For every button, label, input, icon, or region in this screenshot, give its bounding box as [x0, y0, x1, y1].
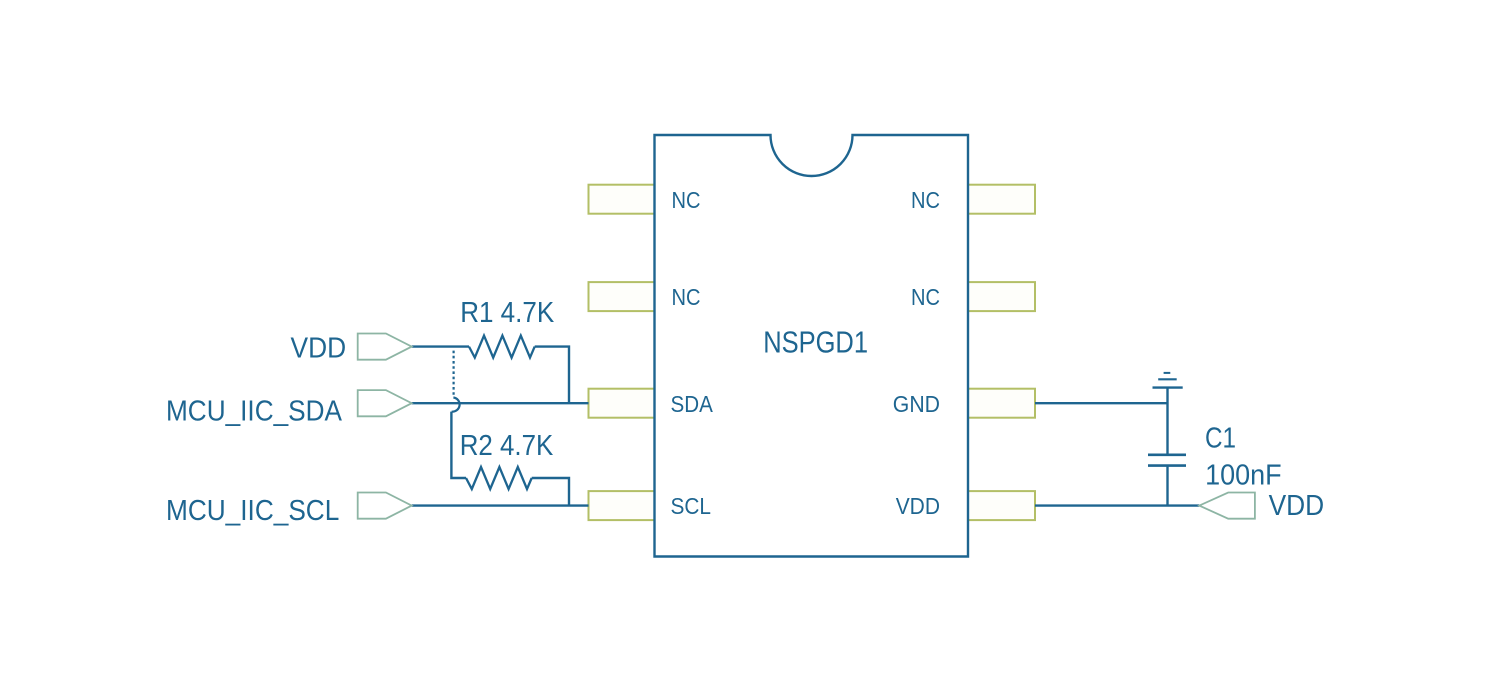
svg-text:R2 4.7K: R2 4.7K	[460, 430, 554, 462]
svg-text:100nF: 100nF	[1205, 460, 1282, 492]
svg-text:NC: NC	[911, 187, 940, 213]
svg-text:NC: NC	[911, 284, 940, 310]
svg-text:C1: C1	[1205, 423, 1236, 455]
svg-text:NSPGD1: NSPGD1	[763, 324, 868, 359]
svg-text:GND: GND	[893, 391, 940, 417]
svg-text:MCU_IIC_SCL: MCU_IIC_SCL	[166, 495, 339, 527]
svg-text:SDA: SDA	[671, 391, 714, 417]
svg-text:VDD: VDD	[896, 493, 940, 519]
svg-text:VDD: VDD	[291, 333, 347, 365]
svg-text:NC: NC	[672, 187, 701, 213]
svg-text:VDD: VDD	[1269, 490, 1325, 522]
svg-text:MCU_IIC_SDA: MCU_IIC_SDA	[166, 396, 343, 428]
svg-text:SCL: SCL	[671, 493, 712, 519]
svg-text:NC: NC	[672, 284, 701, 310]
svg-text:R1 4.7K: R1 4.7K	[460, 297, 555, 329]
